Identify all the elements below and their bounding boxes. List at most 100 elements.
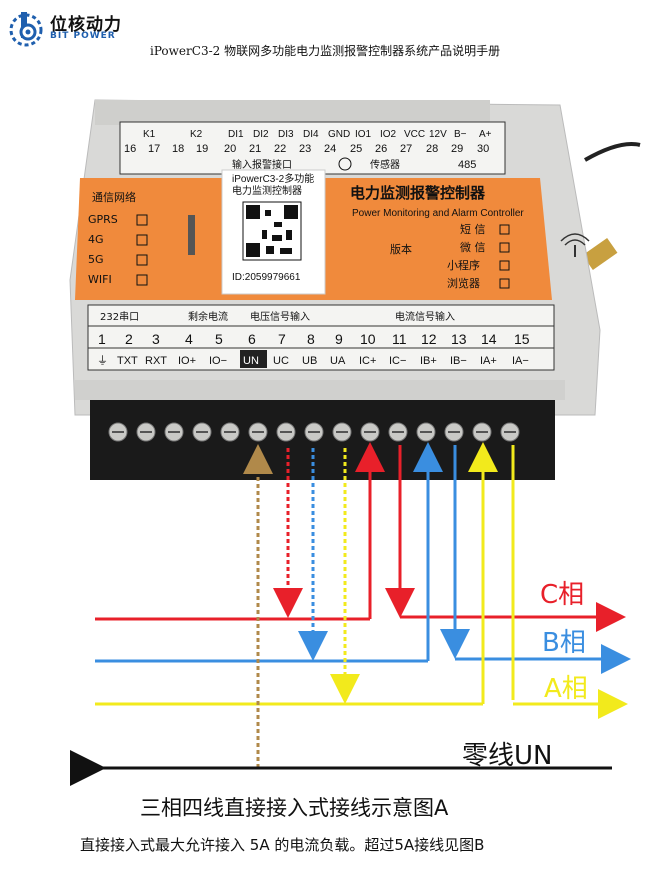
comm-wifi-checkbox [136, 274, 148, 286]
label-di1: DI1 [228, 129, 244, 140]
comm-4g-checkbox [136, 234, 148, 246]
diagram-note: 直接接入式最大允许接入 5A 的电流负载。超过5A接线见图B [80, 836, 485, 854]
top-num-19: 19 [196, 143, 208, 155]
top-num-20: 20 [224, 143, 236, 155]
bottom-num-12: 12 [421, 331, 437, 347]
bottom-num-8: 8 [307, 331, 315, 347]
label-di4: DI4 [303, 129, 319, 140]
comm-5g-checkbox [136, 254, 148, 266]
neutral-label: 零线UN [462, 741, 553, 771]
b-phase-label: B相 [542, 628, 586, 658]
bottom-num-13: 13 [451, 331, 467, 347]
comm-network-title: 通信网络 [92, 190, 136, 204]
label-k2: K2 [190, 129, 203, 140]
antenna-cable [584, 142, 641, 162]
label-gnd: GND [328, 129, 350, 140]
version-browser: 浏览器 [447, 276, 480, 290]
bottom-num-15: 15 [514, 331, 530, 347]
un-terminal-highlight [240, 350, 267, 368]
top-terminal-labels: K1 K2 DI1 DI2 DI3 DI4 GND IO1 IO2 VCC 12… [143, 129, 492, 140]
port-485-label: 485 [458, 159, 476, 171]
product-name-en: Power Monitoring and Alarm Controller [352, 208, 524, 219]
top-terminal-numbers: 16 17 18 19 20 21 22 23 24 25 26 27 28 2… [124, 143, 489, 155]
bottom-label-ia-minus: IA− [512, 355, 529, 367]
top-num-26: 26 [375, 143, 387, 155]
bottom-label-ib-plus: IB+ [420, 355, 437, 367]
product-name-cn: 电力监测报警控制器 [350, 184, 486, 202]
status-led-bar [188, 215, 195, 255]
bottom-terminal-labels: ⏚ TXT RXT IO+ IO− UN UC UB UA IC+ IC− IB… [97, 354, 529, 367]
group-232-label: 232串口 [100, 311, 139, 323]
document-title: iPowerC3-2 物联网多功能电力监测报警控制器系统产品说明手册 [150, 44, 501, 58]
comm-gprs-checkbox [136, 214, 148, 226]
wireless-signal-icon [560, 233, 590, 257]
device-top-rail [95, 100, 490, 125]
qr-caption-1: iPowerC3-2多功能 [232, 172, 314, 185]
bottom-label-io-minus: IO− [209, 355, 227, 367]
ground-symbol-icon [338, 157, 352, 171]
version-browser-checkbox [499, 278, 510, 289]
terminal-screw-row [108, 422, 520, 442]
top-num-17: 17 [148, 143, 160, 155]
comm-5g: 5G [88, 253, 104, 266]
bottom-label-ua: UA [330, 355, 346, 367]
version-wechat: 微 信 [460, 240, 486, 254]
bottom-terminal-numbers: 1 2 3 4 5 6 7 8 9 10 11 12 13 14 15 [98, 331, 530, 347]
bottom-terminal-label-block [87, 304, 555, 371]
bottom-num-10: 10 [360, 331, 376, 347]
bottom-num-3: 3 [152, 331, 160, 347]
input-alarm-port-label: 输入报警接口 [232, 158, 292, 171]
top-num-16: 16 [124, 143, 136, 155]
label-12v: 12V [429, 129, 447, 140]
label-io1: IO1 [355, 129, 372, 140]
device-id: ID:2059979661 [232, 272, 301, 283]
version-sms: 短 信 [460, 222, 486, 236]
bottom-num-4: 4 [185, 331, 193, 347]
sensor-label: 传感器 [370, 158, 400, 171]
top-num-18: 18 [172, 143, 184, 155]
bottom-label-rxt: RXT [145, 355, 167, 367]
top-num-21: 21 [249, 143, 261, 155]
bottom-label-txt: TXT [117, 355, 138, 367]
bottom-num-6: 6 [248, 331, 256, 347]
bottom-label-uc: UC [273, 355, 289, 367]
qr-caption-2: 电力监测控制器 [232, 184, 302, 197]
label-vcc: VCC [404, 129, 425, 140]
bottom-label-ground: ⏚ [97, 354, 108, 367]
top-num-25: 25 [350, 143, 362, 155]
bit-power-logo-icon [9, 12, 43, 47]
group-voltage-label: 电压信号输入 [250, 310, 310, 323]
qr-code-icon [242, 201, 302, 261]
bottom-num-5: 5 [215, 331, 223, 347]
label-b-minus: B− [454, 129, 467, 140]
bottom-num-9: 9 [335, 331, 343, 347]
bottom-label-ub: UB [302, 355, 317, 367]
bottom-label-ib-minus: IB− [450, 355, 467, 367]
label-a-plus: A+ [479, 129, 492, 140]
company-logo: 位核动力 BIT POWER [6, 8, 136, 48]
top-num-27: 27 [400, 143, 412, 155]
top-num-30: 30 [477, 143, 489, 155]
bottom-num-14: 14 [481, 331, 497, 347]
terminal-base-top [75, 380, 565, 400]
label-io2: IO2 [380, 129, 397, 140]
version-miniprogram: 小程序 [447, 258, 480, 272]
comm-gprs: GPRS [88, 213, 118, 226]
label-di2: DI2 [253, 129, 269, 140]
antenna-connector [582, 238, 618, 270]
version-miniprogram-checkbox [499, 260, 510, 271]
device-photo: K1 K2 DI1 DI2 DI3 DI4 GND IO1 IO2 VCC 12… [69, 99, 641, 480]
version-label: 版本 [390, 242, 412, 256]
diagram-caption: 三相四线直接接入式接线示意图A [140, 796, 449, 820]
top-num-23: 23 [299, 143, 311, 155]
bottom-label-io-plus: IO+ [178, 355, 196, 367]
page-header: 位核动力 BIT POWER iPowerC3-2 物联网多功能电力监测报警控制… [0, 0, 646, 70]
version-sms-checkbox [499, 224, 510, 235]
c-phase-label: C相 [540, 580, 585, 610]
comm-wifi: WIFI [88, 273, 112, 286]
bottom-num-1: 1 [98, 331, 106, 347]
top-num-22: 22 [274, 143, 286, 155]
comm-4g: 4G [88, 233, 104, 246]
group-current-label: 电流信号输入 [395, 310, 455, 323]
logo-text-cn: 位核动力 [50, 15, 122, 35]
